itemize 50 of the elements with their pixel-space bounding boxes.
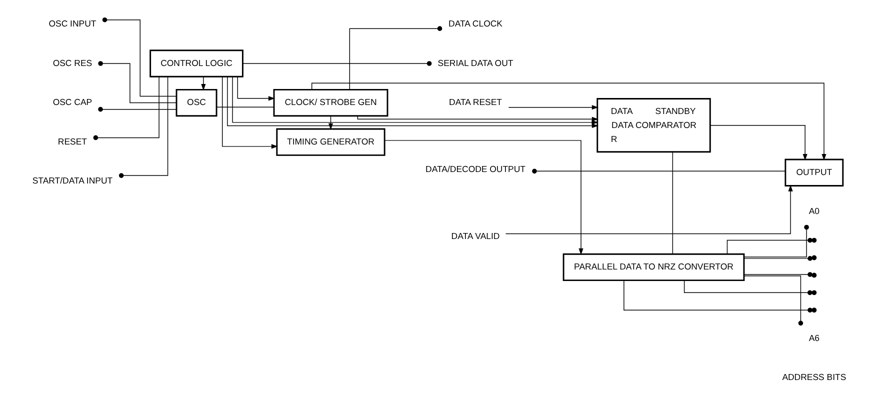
- arrow: [201, 76, 206, 91]
- node-box: CONTROL LOGIC: [150, 50, 244, 78]
- node-text: SERIAL DATA OUT: [438, 58, 514, 68]
- node-box: DATA STANDBY DATA COMPARATOR R: [596, 98, 711, 153]
- node-box: CLOCK/ STROBE GEN: [273, 88, 388, 117]
- arrow: [508, 105, 598, 110]
- node-text: DATA CLOCK: [448, 18, 502, 28]
- node-text: DATA VALID: [451, 230, 500, 241]
- arrow: [222, 76, 278, 149]
- node-text: DATA RESET: [449, 97, 502, 108]
- node-box: PARALLEL DATA TO NRZ CONVERTOR: [562, 253, 745, 282]
- connector: [532, 168, 786, 174]
- node-circle: [812, 272, 817, 278]
- arrow: [384, 140, 584, 255]
- node-text: OSC INPUT: [48, 18, 96, 28]
- connector: [242, 61, 432, 66]
- label: ADDRESS BITS: [782, 372, 846, 382]
- node-text: A0: [808, 206, 820, 216]
- connector: [102, 17, 177, 97]
- connector: [726, 238, 812, 254]
- node-text: OSC CAP: [52, 97, 92, 108]
- connector: [744, 256, 812, 261]
- node-box: OUTPUT: [784, 158, 844, 186]
- connector: [349, 26, 442, 90]
- connector: [98, 61, 177, 104]
- node-box: OSC: [176, 88, 218, 117]
- connector: [118, 76, 168, 178]
- node-text: OSC RES: [52, 58, 92, 68]
- arrow: [311, 82, 826, 161]
- arrow: [710, 124, 808, 161]
- arrow: [357, 116, 598, 122]
- connector: [93, 76, 160, 140]
- arrow: [237, 76, 275, 101]
- node-text: RESET: [58, 136, 88, 146]
- node-circle: [812, 308, 817, 313]
- connector: [744, 276, 804, 326]
- connector: [98, 106, 177, 112]
- connector: [744, 224, 809, 258]
- connector: [744, 272, 812, 277]
- arrow: [505, 184, 793, 234]
- node-circle: [812, 290, 817, 296]
- connector: [672, 152, 674, 254]
- node-circle: [812, 255, 817, 260]
- connector: [216, 106, 274, 108]
- node-text: A6: [808, 332, 820, 343]
- node-text: DATA/DECODE OUTPUT: [426, 164, 526, 174]
- node-box: TIMING GENERATOR: [276, 128, 386, 156]
- connector: [624, 280, 812, 313]
- node-text: START/DATA INPUT: [32, 176, 113, 186]
- node-circle: [812, 238, 817, 243]
